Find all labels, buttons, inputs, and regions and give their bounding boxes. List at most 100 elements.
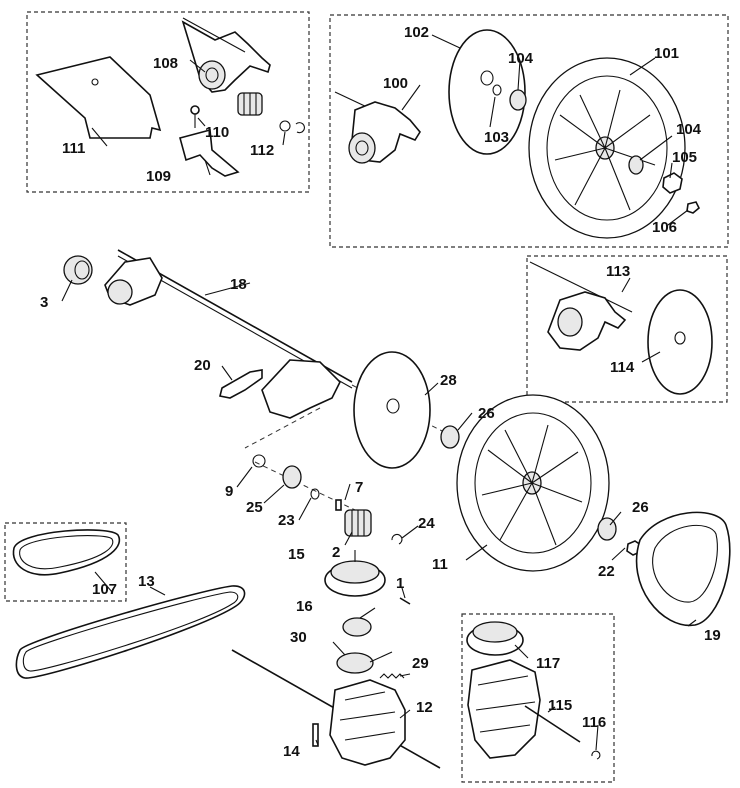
callout-1: 1 [396, 575, 404, 592]
clip-112 [295, 122, 305, 134]
shaft-bracket-108 [181, 20, 271, 93]
pulley-117-top [472, 621, 518, 643]
callout-19: 19 [704, 627, 721, 644]
clip-116 [591, 750, 601, 760]
callout-104b: 104 [676, 121, 702, 138]
callout-11: 11 [432, 556, 448, 573]
cover-plate-hole [91, 78, 99, 86]
callout-7: 7 [355, 479, 363, 496]
callout-109: 109 [146, 168, 171, 185]
bearing-25 [282, 465, 302, 489]
callout-113: 113 [606, 263, 630, 280]
axle-115 [524, 705, 581, 743]
bush-100 [348, 132, 376, 164]
washer-23 [310, 488, 320, 500]
bush-113 [557, 307, 583, 337]
gearbox-12 [329, 679, 406, 766]
gearbox-115 [467, 659, 541, 759]
hub-cap-28 [353, 351, 431, 469]
callout-100: 100 [383, 75, 408, 92]
group-frame-top-left [26, 11, 310, 193]
bearing-16 [342, 617, 372, 637]
pin-1 [399, 597, 411, 605]
bush-3 [63, 255, 93, 285]
callout-103: 103 [484, 129, 509, 146]
callout-14: 14 [283, 743, 300, 760]
wheel-11-rim [474, 412, 592, 554]
callout-2: 2 [332, 544, 340, 561]
callout-26b: 26 [632, 499, 649, 516]
callout-30: 30 [290, 629, 307, 646]
callout-18: 18 [230, 276, 247, 293]
lever-20 [219, 369, 263, 399]
axle-bracket-left-bush [107, 279, 133, 305]
bearing-104b [628, 155, 644, 175]
axle-bracket-right [261, 359, 341, 419]
callout-107: 107 [92, 581, 117, 598]
callout-28: 28 [440, 372, 457, 389]
shaft-108 [182, 17, 246, 53]
spring-29 [379, 673, 405, 679]
belt-13-inner [22, 591, 239, 672]
bush-100-hole [355, 140, 369, 156]
callout-3: 3 [40, 294, 48, 311]
hub-cap-114 [647, 289, 713, 395]
hub-cap-102-center [480, 70, 494, 86]
washer-112 [279, 120, 291, 132]
callout-12: 12 [416, 699, 433, 716]
callout-29: 29 [412, 655, 429, 672]
clutch-30-arm [369, 651, 393, 663]
bearing-26a [440, 425, 460, 449]
group-frame-belt-107 [4, 522, 127, 602]
callout-106: 106 [652, 219, 677, 236]
callout-22: 22 [598, 563, 615, 580]
callout-25: 25 [246, 499, 263, 516]
washer-103 [492, 84, 502, 96]
callout-116: 116 [582, 714, 606, 731]
bush-3-inner [74, 260, 90, 280]
key-7 [335, 499, 342, 511]
callout-9: 9 [225, 483, 233, 500]
bracket-109 [179, 128, 240, 177]
callout-114: 114 [610, 359, 635, 376]
callout-101: 101 [654, 45, 679, 62]
belt-13 [15, 585, 246, 679]
wheel-101-rim [546, 75, 668, 221]
hub-cap-102 [448, 29, 526, 155]
clutch-30 [336, 652, 374, 674]
callout-13: 13 [138, 573, 155, 590]
callout-105: 105 [672, 149, 697, 166]
bolt-106 [686, 201, 700, 214]
leader-line [61, 34, 697, 751]
wheel-11-spokes [481, 424, 583, 546]
wheel-101-spokes [554, 89, 656, 211]
belt-107-inner [19, 535, 114, 570]
hub-cap-19-inner [652, 524, 718, 603]
cover-plate-111 [35, 56, 162, 139]
bearing-104a [509, 89, 527, 111]
callout-26a: 26 [478, 405, 495, 422]
bush-108-hole [205, 67, 219, 83]
pin-14 [312, 723, 319, 747]
callout-23: 23 [278, 512, 295, 529]
callout-16: 16 [296, 598, 313, 615]
hub-cap-28-center [386, 398, 400, 414]
washer-9 [252, 454, 266, 468]
callout-117: 117 [536, 655, 560, 672]
nut-105 [662, 172, 683, 194]
callout-102: 102 [404, 24, 429, 41]
callout-112: 112 [250, 142, 274, 159]
group-frame-gearbox-115 [461, 613, 615, 783]
shaft-113 [529, 261, 633, 313]
callout-20: 20 [194, 357, 211, 374]
group-frame-top-right [329, 14, 729, 248]
group-frame-right-middle [526, 255, 728, 403]
screw-110-head [190, 105, 200, 115]
gearbox-12-detail [339, 691, 396, 741]
hub-cap-114-center [674, 331, 686, 345]
callout-110: 110 [205, 124, 229, 141]
callout-115: 115 [548, 697, 572, 714]
callout-104a: 104 [508, 50, 534, 67]
pulley-15-top [330, 560, 380, 584]
